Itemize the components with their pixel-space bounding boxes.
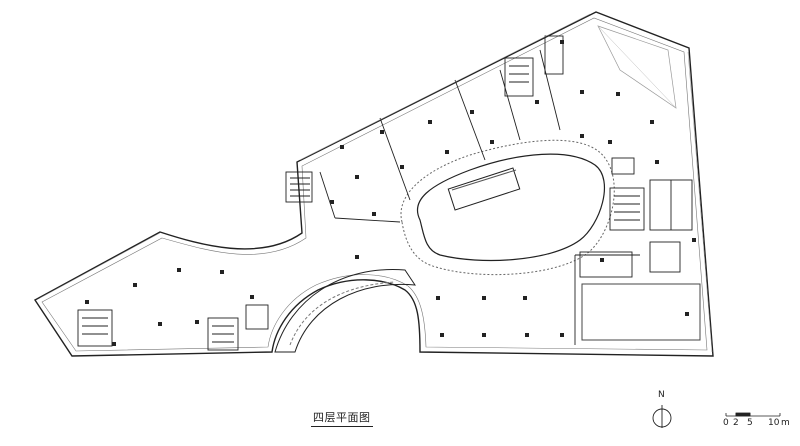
atrium-gallery <box>400 139 615 276</box>
large-hall <box>581 283 701 341</box>
service-rooms <box>579 157 693 278</box>
building-outline <box>33 11 714 357</box>
drawing-title: 四层平面图 <box>311 411 373 427</box>
scale-unit: m <box>781 418 790 428</box>
shop-partitions <box>319 49 640 345</box>
curved-bridge <box>274 269 416 353</box>
north-label: N <box>658 390 665 400</box>
escalator <box>447 167 521 211</box>
north-arrow-icon <box>652 405 672 428</box>
building-outline-inner <box>41 17 708 352</box>
stair-cores <box>77 35 645 351</box>
scale-tick-0: 0 <box>723 418 729 428</box>
scale-tick-2: 2 <box>733 418 739 428</box>
scale-bar <box>725 412 781 417</box>
scale-tick-10: 10 <box>768 418 780 428</box>
atrium-void <box>416 153 605 262</box>
structural-columns <box>85 40 696 346</box>
scale-tick-5: 5 <box>747 418 753 428</box>
